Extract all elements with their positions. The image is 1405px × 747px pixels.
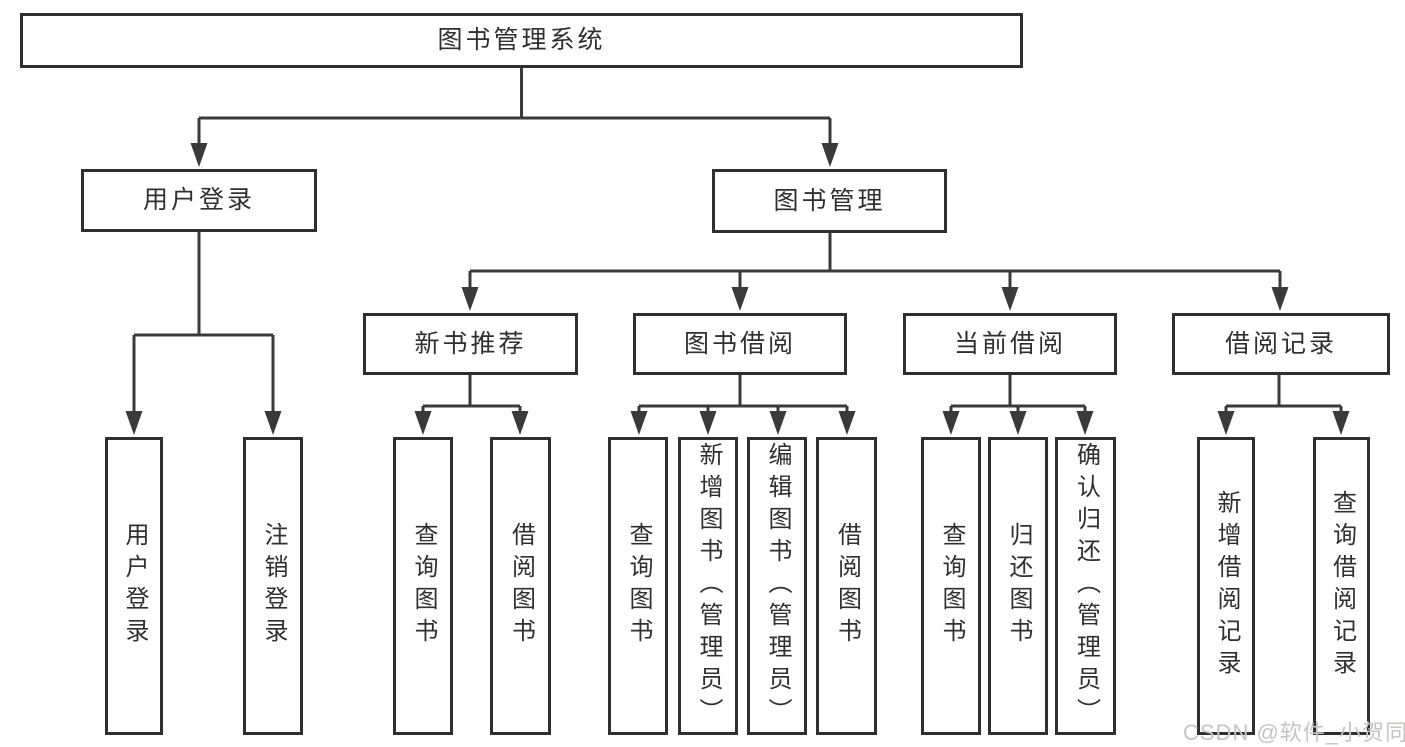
node-label: 用户登录 xyxy=(121,522,148,650)
node-label: 查询图书 xyxy=(625,522,652,650)
node-label: 确认归还（管理员） xyxy=(1072,442,1100,730)
node-borrowing-records: 借阅记录 xyxy=(1172,313,1390,375)
node-label: 借阅图书 xyxy=(833,522,861,650)
node-label: 借阅图书 xyxy=(507,522,535,650)
leaf-edit-books-admin: 编辑图书（管理员） xyxy=(747,437,807,735)
leaf-borrow-books-1: 借阅图书 xyxy=(490,437,551,735)
leaf-query-borrow-record: 查询借阅记录 xyxy=(1313,437,1370,735)
leaf-borrow-books-2: 借阅图书 xyxy=(816,437,877,735)
node-label: 查询借阅记录 xyxy=(1328,490,1356,682)
node-label: 查询图书 xyxy=(410,522,437,650)
leaf-query-books-1: 查询图书 xyxy=(393,437,453,735)
node-label: 借阅记录 xyxy=(1224,329,1337,358)
leaf-add-books-admin: 新增图书（管理员） xyxy=(678,437,738,735)
node-root-system: 图书管理系统 xyxy=(20,13,1023,68)
node-label: 查询图书 xyxy=(938,522,965,650)
watermark-text: CSDN @软件_小贺同学 xyxy=(1183,720,1405,745)
node-label: 新增图书（管理员） xyxy=(695,442,722,730)
leaf-query-books-2: 查询图书 xyxy=(608,437,668,735)
node-label: 新增借阅记录 xyxy=(1213,490,1240,682)
node-label: 图书借阅 xyxy=(683,329,796,358)
node-label: 当前借阅 xyxy=(953,329,1066,358)
node-book-management: 图书管理 xyxy=(712,169,947,233)
node-label: 图书管理 xyxy=(773,186,886,215)
node-current-borrowing: 当前借阅 xyxy=(903,313,1117,375)
node-label: 新书推荐 xyxy=(414,329,527,358)
node-label: 图书管理系统 xyxy=(437,26,606,54)
leaf-query-books-3: 查询图书 xyxy=(921,437,981,735)
node-label: 归还图书 xyxy=(1005,522,1032,650)
node-label: 编辑图书（管理员） xyxy=(764,442,791,730)
node-user-login: 用户登录 xyxy=(81,169,317,232)
node-label: 用户登录 xyxy=(142,186,255,214)
leaf-user-login: 用户登录 xyxy=(105,437,163,735)
node-book-borrowing: 图书借阅 xyxy=(633,313,847,375)
node-label: 注销登录 xyxy=(260,522,287,650)
leaf-confirm-return-admin: 确认归还（管理员） xyxy=(1055,437,1116,735)
leaf-add-borrow-record: 新增借阅记录 xyxy=(1197,437,1255,735)
leaf-logout: 注销登录 xyxy=(243,437,303,735)
leaf-return-books: 归还图书 xyxy=(988,437,1048,735)
node-new-book-recommendation: 新书推荐 xyxy=(363,313,578,375)
